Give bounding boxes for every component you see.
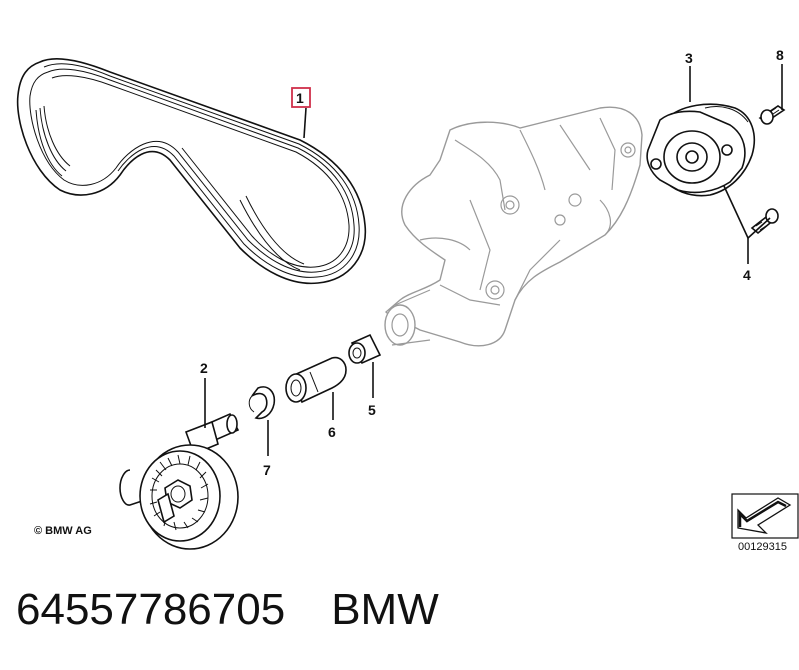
drive-belt bbox=[16, 58, 367, 285]
caption: 64557786705 BMW bbox=[16, 585, 439, 635]
callout-label-1: 1 bbox=[296, 90, 304, 106]
callout-label-6[interactable]: 6 bbox=[328, 424, 336, 440]
bolt-upper bbox=[758, 105, 786, 125]
belt-tensioner bbox=[646, 103, 756, 197]
callout-label-5[interactable]: 5 bbox=[368, 402, 376, 418]
sleeve bbox=[285, 356, 347, 404]
callout-label-3[interactable]: 3 bbox=[685, 50, 693, 66]
idler-pulley bbox=[119, 412, 240, 550]
highlight-box bbox=[291, 87, 311, 108]
callout-label-4[interactable]: 4 bbox=[743, 267, 751, 283]
arrow-icon bbox=[737, 497, 792, 535]
copyright-notice: © BMW AG bbox=[34, 525, 92, 537]
brand-name: BMW bbox=[331, 585, 439, 634]
callout-part-1[interactable]: 1 bbox=[291, 87, 311, 108]
reference-code: 00129315 bbox=[738, 541, 787, 553]
callout-label-2[interactable]: 2 bbox=[200, 360, 208, 376]
part-number: 64557786705 bbox=[16, 585, 286, 634]
bolt-lower bbox=[750, 208, 779, 235]
leader-lines bbox=[204, 64, 783, 456]
mounting-bracket bbox=[384, 106, 643, 347]
callout-label-8[interactable]: 8 bbox=[776, 47, 784, 63]
bushing bbox=[348, 333, 382, 365]
callout-label-7[interactable]: 7 bbox=[263, 462, 271, 478]
washer bbox=[248, 386, 276, 420]
reference-symbol bbox=[731, 493, 799, 539]
